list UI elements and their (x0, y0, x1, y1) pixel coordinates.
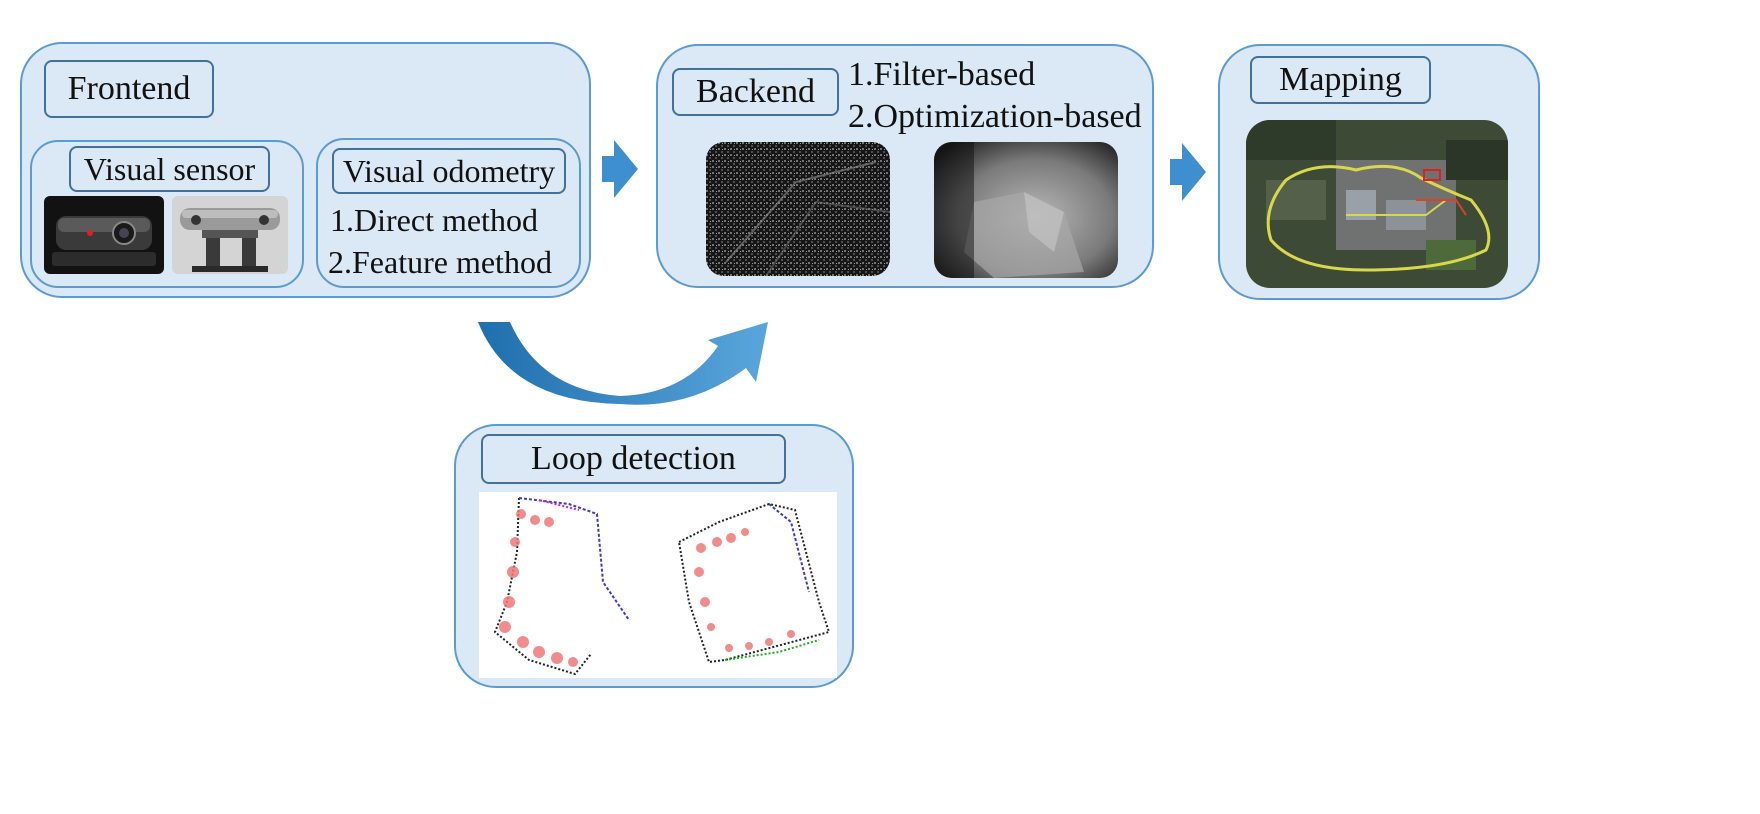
visual-odometry-title: Visual odometry (332, 148, 566, 194)
backend-item-filter: 1.Filter-based (848, 56, 1036, 93)
satellite-trajectory-map (1246, 120, 1508, 288)
grayscale-scene-image (706, 142, 890, 276)
curved-arrow-loop (478, 322, 768, 405)
depth-map-image (934, 142, 1118, 278)
loop-trajectory-plots (479, 492, 837, 678)
arrow-frontend-to-backend (602, 140, 638, 198)
stereo-camera-photo (172, 196, 288, 274)
odometry-item-direct: 1.Direct method (330, 202, 538, 238)
visual-sensor-title: Visual sensor (69, 146, 270, 192)
backend-item-optimization: 2.Optimization-based (848, 98, 1142, 135)
arrow-backend-to-mapping (1170, 143, 1206, 201)
frontend-title: Frontend (44, 60, 214, 118)
odometry-item-feature: 2.Feature method (328, 244, 552, 280)
mapping-title: Mapping (1250, 56, 1431, 104)
loop-detection-title: Loop detection (481, 434, 786, 484)
backend-title: Backend (672, 68, 839, 116)
webcam-photo (44, 196, 164, 274)
